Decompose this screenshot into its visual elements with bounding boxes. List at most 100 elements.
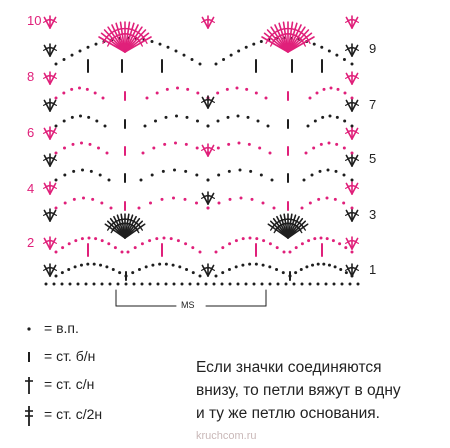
crochet-chart — [42, 15, 360, 307]
chain-stitch — [281, 271, 285, 275]
chain-stitch — [140, 242, 144, 246]
cluster-stitch — [50, 18, 58, 23]
chain-stitch — [260, 282, 264, 286]
cluster-stitch — [43, 154, 51, 167]
cluster-stitch — [43, 264, 51, 277]
chain-stitch — [68, 282, 72, 286]
cluster-stitch — [352, 129, 360, 134]
chain-stitch — [313, 237, 317, 241]
chain-stitch — [62, 119, 66, 123]
chain-stitch — [190, 57, 194, 61]
chain-stitch — [316, 282, 320, 286]
cluster-stitch — [207, 16, 215, 29]
chain-stitch — [124, 282, 128, 286]
chain-stitch — [155, 91, 159, 95]
chain-stitch — [319, 236, 323, 240]
cluster-stitch — [351, 237, 359, 250]
cluster-stitch — [43, 72, 51, 85]
chain-stitch — [63, 146, 66, 150]
chain-stitch — [132, 282, 136, 286]
chain-stitch — [227, 169, 231, 173]
chain-stitch — [214, 62, 218, 66]
chain-stitch — [275, 246, 279, 250]
chain-stitch — [327, 141, 331, 145]
single-crochet-icon — [28, 352, 30, 362]
chain-stitch — [54, 151, 58, 155]
chain-stitch — [306, 124, 310, 128]
shell-stitch — [301, 39, 306, 47]
chain-stitch — [87, 115, 91, 119]
chain-stitch — [188, 282, 192, 286]
chain-stitch — [234, 265, 238, 269]
chain-stitch — [92, 282, 96, 286]
row-number-4: 4 — [27, 181, 35, 196]
shell-stitch — [124, 223, 146, 239]
half-double-crochet-icon — [25, 406, 33, 426]
chain-stitch — [212, 282, 216, 286]
shell-stitch — [287, 36, 315, 53]
chain-stitch — [184, 142, 188, 146]
chain-stitch — [196, 91, 200, 95]
chain-stitch — [217, 201, 221, 205]
chain-stitch — [176, 86, 179, 90]
chain-stitch — [236, 114, 240, 118]
chain-stitch — [311, 263, 315, 267]
chain-stitch — [276, 282, 280, 286]
chain-stitch — [67, 268, 71, 272]
chain-stitch — [244, 45, 248, 49]
cluster-stitch — [351, 16, 359, 29]
chain-stitch — [302, 178, 306, 182]
legend-label: = ст. с/н — [44, 376, 95, 392]
chain-stitch — [63, 173, 67, 177]
chain-stitch — [54, 206, 58, 210]
row-number-1: 1 — [369, 262, 377, 277]
chain-stitch — [105, 151, 109, 155]
chain-stitch — [98, 173, 102, 177]
chain-stitch — [86, 45, 90, 49]
chain-stitch — [238, 168, 242, 172]
shell-stitch — [142, 36, 148, 44]
chain-stitch — [239, 196, 243, 200]
chain-stitch — [252, 42, 256, 46]
chain-stitch — [245, 87, 249, 91]
chain-stitch — [350, 124, 354, 128]
chain-stitch — [222, 57, 226, 61]
chain-stitch — [236, 282, 240, 286]
cluster-stitch — [208, 98, 216, 103]
cluster-stitch — [49, 127, 57, 140]
cluster-stitch — [50, 46, 58, 51]
chain-stitch — [100, 239, 104, 243]
cluster-stitch — [201, 16, 209, 29]
chain-stitch — [344, 271, 348, 275]
chain-stitch — [148, 282, 152, 286]
chain-stitch — [343, 91, 347, 95]
cluster-stitch — [352, 101, 360, 106]
chain-stitch — [227, 142, 231, 146]
chain-stitch — [80, 237, 84, 241]
chain-stitch — [148, 239, 152, 243]
chain-stitch — [62, 91, 66, 95]
chain-stitch — [226, 115, 230, 119]
cluster-stitch — [207, 264, 215, 277]
chain-stitch — [244, 282, 248, 286]
chain-stitch — [261, 201, 265, 205]
chain-stitch — [137, 268, 141, 272]
chain-stitch — [54, 62, 58, 66]
chain-stitch — [54, 96, 58, 100]
cluster-stitch — [351, 182, 359, 195]
chain-stitch — [216, 146, 220, 150]
chain-stitch — [229, 53, 233, 57]
row-number-9: 9 — [369, 41, 377, 56]
chain-stitch — [300, 282, 304, 286]
chain-stitch — [325, 237, 329, 241]
legend-label: = в.п. — [44, 320, 79, 336]
cluster-stitch — [50, 74, 58, 79]
cluster-stitch — [207, 192, 215, 205]
chain-stitch — [343, 119, 347, 123]
chain-stitch — [310, 173, 314, 177]
chain-stitch — [145, 96, 149, 100]
chain-stitch — [109, 206, 113, 210]
shell-stitch — [138, 39, 143, 47]
chain-stitch — [79, 114, 82, 118]
chain-stitch — [62, 57, 66, 61]
